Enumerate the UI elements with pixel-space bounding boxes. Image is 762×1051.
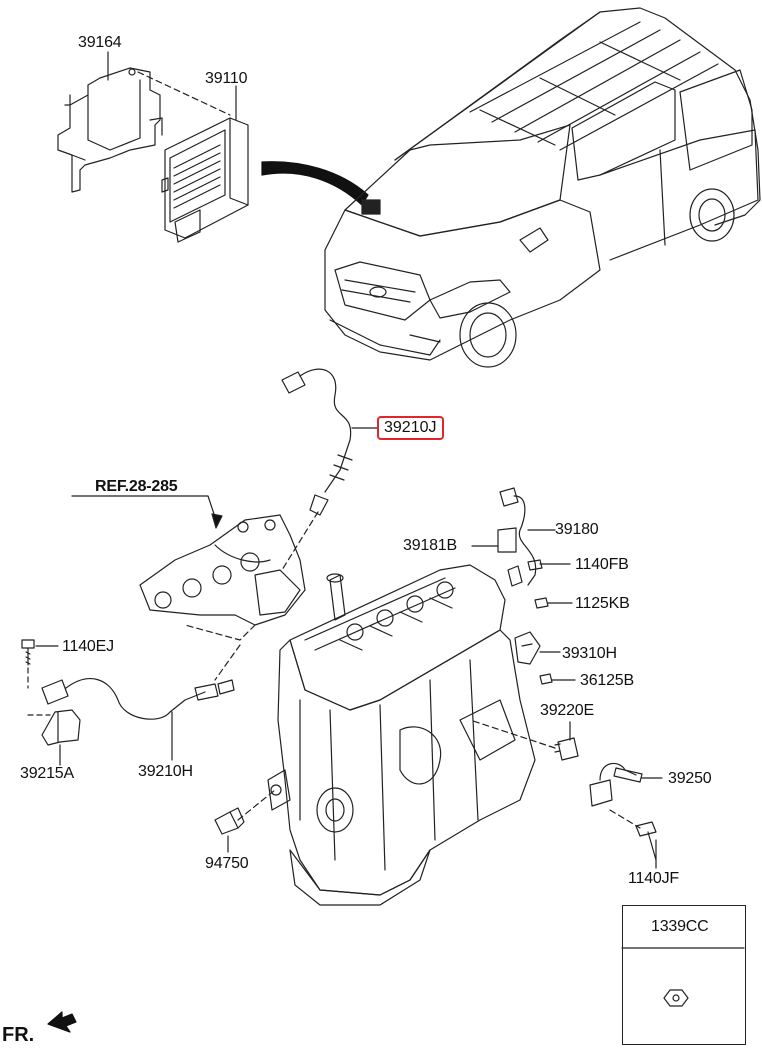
upper-oxygen-sensor-drawing — [281, 368, 353, 516]
bracket-39215a-drawing — [41, 709, 81, 746]
callout-39220e: 39220E — [540, 702, 594, 719]
callout-94750: 94750 — [205, 855, 249, 872]
plug-94750-drawing — [214, 807, 245, 835]
callout-39180: 39180 — [555, 521, 599, 538]
callout-1140fb: 1140FB — [575, 556, 629, 573]
nut-1339cc-drawing — [663, 989, 689, 1007]
knock-sensor-39250-drawing — [589, 762, 643, 807]
callout-1125kb: 1125KB — [575, 595, 630, 612]
callout-39210h: 39210H — [138, 763, 193, 780]
callout-39181b: 39181B — [403, 537, 457, 554]
callout-39310h: 39310H — [562, 645, 617, 662]
ecu-bracket-drawing — [57, 67, 163, 193]
callout-39210j-highlighted[interactable]: 39210J — [377, 416, 444, 440]
crank-sensor-39310h-drawing — [514, 631, 541, 665]
callout-39110: 39110 — [205, 70, 248, 87]
temp-sensor-39220e-drawing — [554, 737, 579, 761]
callout-36125b: 36125B — [580, 672, 634, 689]
inset-box-1339cc — [622, 905, 746, 1045]
callout-1140jf: 1140JF — [628, 870, 679, 887]
bolt-1140ej-drawing — [21, 639, 35, 666]
callout-1140ej: 1140EJ — [62, 638, 114, 655]
callout-ref-28-285: REF.28-285 — [95, 478, 178, 495]
ecu-module-drawing — [161, 117, 249, 243]
inset-box-title: 1339CC — [651, 918, 709, 935]
front-direction-label: FR. — [2, 1024, 35, 1046]
engine-block-drawing — [267, 564, 536, 906]
callout-39215a: 39215A — [20, 765, 74, 782]
exhaust-manifold-drawing — [139, 514, 306, 626]
callout-39164: 39164 — [78, 34, 122, 51]
lower-oxygen-sensor-drawing — [41, 678, 235, 720]
cam-sensor-39180-drawing — [497, 487, 537, 587]
callout-39250: 39250 — [668, 770, 712, 787]
van-drawing — [324, 7, 761, 368]
